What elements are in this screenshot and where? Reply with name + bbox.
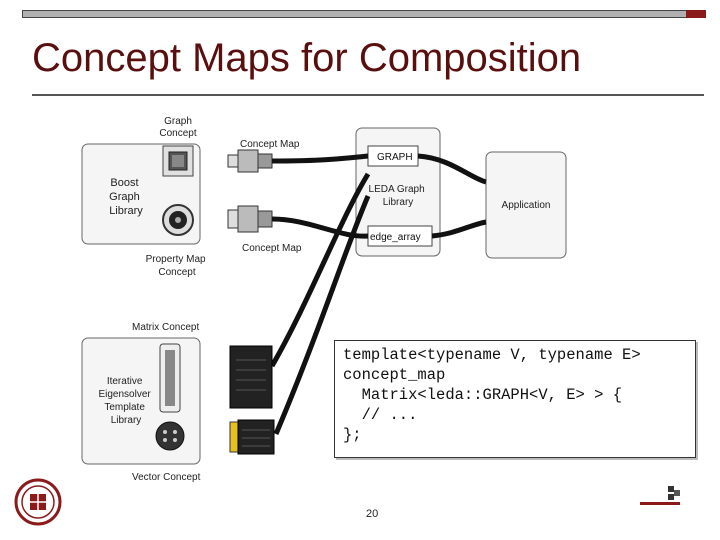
university-seal-icon [14,478,62,531]
code-line: // ... [343,406,418,424]
boost-graph-library-label: Boost Graph Library [109,177,143,217]
property-map-concept-label: Property Map Concept [146,254,209,278]
cable-graph-bottom [271,216,369,239]
matrix-plug [229,345,273,409]
vector-socket [155,421,185,451]
concept-map-plug-top [227,149,273,173]
slide-title: Concept Maps for Composition [32,36,582,80]
cable-matrix-1 [269,172,371,368]
page-number: 20 [366,508,379,520]
code-line: }; [343,426,362,444]
concept-map-top-label: Concept Map [240,139,300,150]
application-label: Application [502,200,551,211]
cable-leda-app-2 [431,219,487,239]
code-line: concept_map [343,366,446,384]
cable-matrix-2 [273,195,371,435]
university-logo-icon [640,486,680,511]
code-snippet: template<typename V, typename E> concept… [334,340,696,458]
top-bar-accent [686,10,706,18]
vector-plug [229,419,275,455]
edge-array-label: edge_array [370,232,421,243]
concept-map-plug-bottom [227,205,273,233]
cable-leda-app-1 [417,153,487,185]
vector-concept-label: Vector Concept [132,472,201,483]
cable-graph-top [271,153,369,164]
matrix-socket [159,343,181,413]
graph-label: GRAPH [377,152,413,163]
title-rule [32,94,704,96]
concept-map-bottom-label: Concept Map [242,243,302,254]
matrix-concept-label: Matrix Concept [132,322,199,333]
iterative-eigensolver-label: Iterative Eigensolver Template Library [98,376,153,426]
iterative-eigensolver-box [81,337,201,465]
code-line: Matrix<leda::GRAPH<V, E> > { [343,386,623,404]
leda-graph-library-label: LEDA Graph Library [369,184,428,208]
code-line: template<typename V, typename E> [343,346,641,364]
application-box [485,151,567,259]
